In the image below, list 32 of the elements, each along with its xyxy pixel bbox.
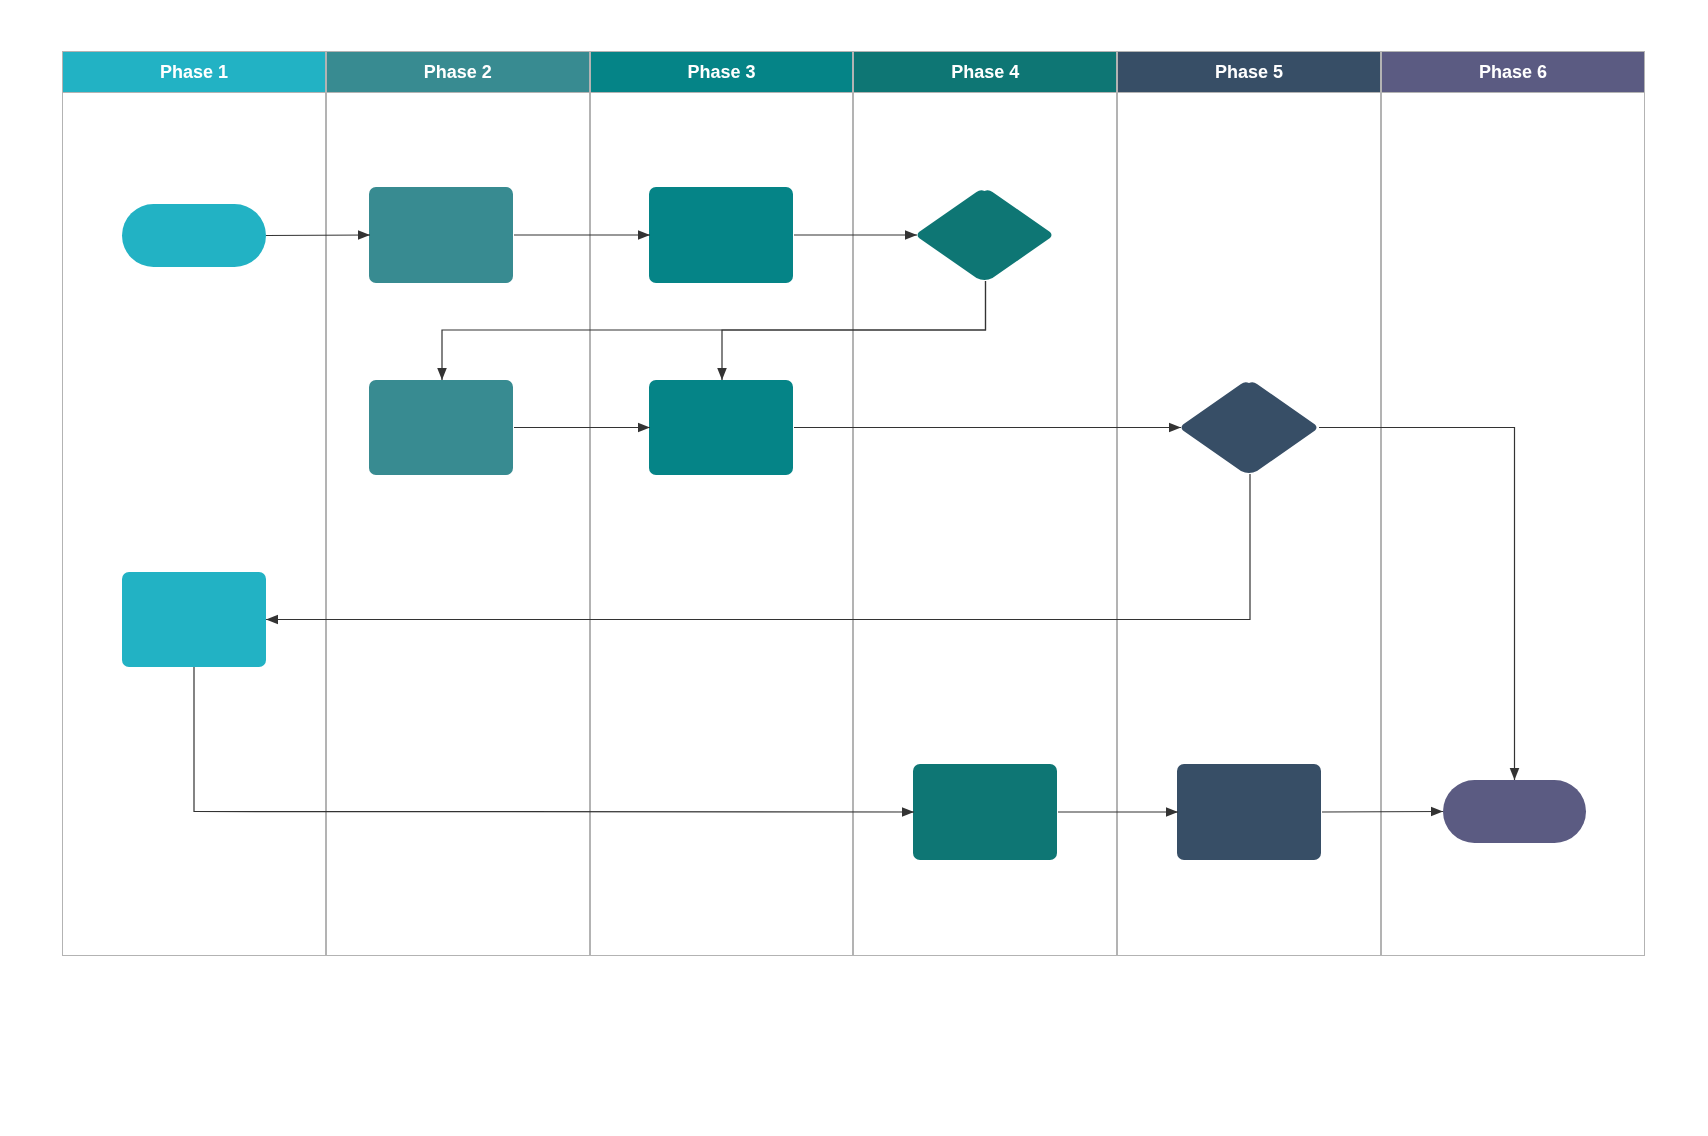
- arrow: [1321, 806, 1444, 817]
- process-box: [121, 571, 266, 667]
- lane-header: Phase 5: [1118, 52, 1380, 93]
- process-box: [913, 763, 1058, 860]
- swimlane: [62, 51, 326, 956]
- arrow: [265, 473, 1251, 625]
- lane-header: Phase 6: [1382, 52, 1644, 93]
- lane-header: Phase 4: [854, 52, 1117, 93]
- lane-header: Phase 1: [63, 52, 325, 93]
- lane-header: Phase 2: [326, 52, 589, 93]
- process-box: [369, 186, 514, 283]
- arrow: [793, 422, 1182, 433]
- process-box: [649, 379, 794, 475]
- swimlane: [853, 51, 1118, 956]
- decision-diamond: [916, 188, 1054, 281]
- process-box: [1177, 763, 1322, 860]
- swimlane: [1117, 51, 1381, 956]
- arrow: [513, 230, 651, 240]
- arrow: [1318, 426, 1520, 781]
- process-box: [369, 379, 514, 475]
- arrow: [513, 422, 651, 433]
- arrow: [265, 230, 371, 240]
- arrow: [193, 666, 915, 817]
- process-box: [649, 186, 794, 283]
- lane-header: Phase 3: [590, 52, 853, 93]
- arrow: [793, 230, 918, 240]
- swimlane: [325, 51, 590, 956]
- swimlane: [1381, 51, 1645, 956]
- arrow: [1057, 807, 1179, 817]
- decision-diamond: [1180, 380, 1319, 474]
- swimlane: [589, 51, 854, 956]
- arrow: [717, 280, 987, 381]
